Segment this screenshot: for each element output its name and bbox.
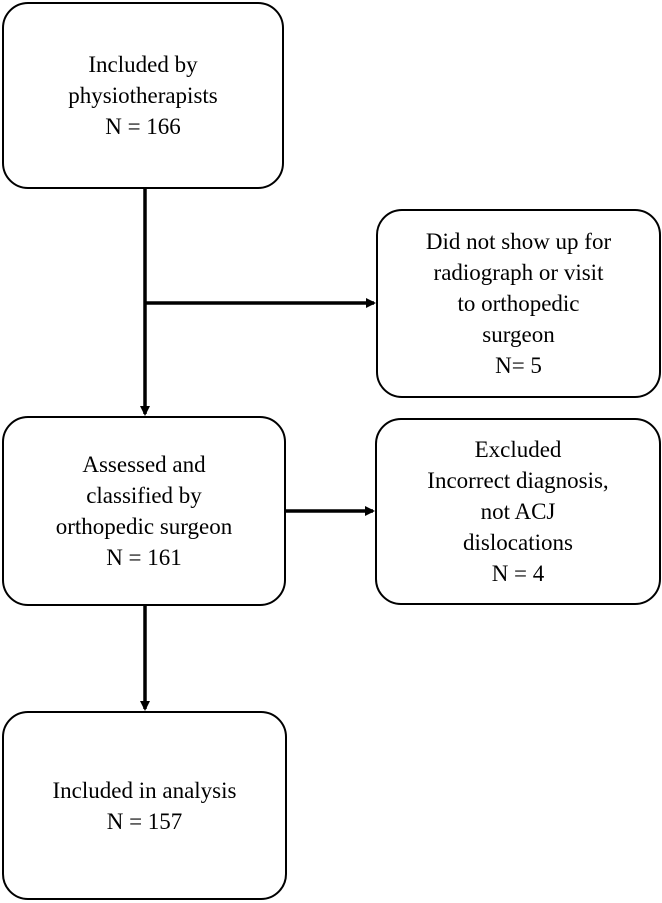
node-text-line: Excluded — [474, 437, 562, 462]
node-count: N = 157 — [106, 808, 183, 834]
node-text-line: Incorrect diagnosis, — [427, 468, 609, 493]
node-text-line: Did not show up for — [425, 229, 612, 254]
node-text-line: radiograph or visit — [433, 260, 604, 285]
node-text-line: Included by — [88, 52, 198, 77]
node-text-line: Assessed and — [82, 452, 206, 477]
node-text-line: Included in analysis — [52, 777, 237, 803]
node-text-line: to orthopedic — [457, 291, 580, 316]
node-count: N = 166 — [105, 114, 181, 139]
node-text-line: dislocations — [463, 530, 573, 555]
node-text-line: orthopedic surgeon — [55, 514, 233, 539]
node-did-not-show-up: Did not show up for radiograph or visit … — [376, 209, 661, 398]
node-count: N= 5 — [495, 353, 542, 378]
node-text-line: surgeon — [482, 322, 555, 347]
node-text-line: classified by — [86, 483, 202, 508]
node-count: N = 4 — [491, 561, 545, 586]
node-assessed-and-classified: Assessed and classified by orthopedic su… — [2, 416, 286, 606]
node-included-in-analysis: Included in analysis N = 157 — [2, 711, 287, 900]
node-excluded: Excluded Incorrect diagnosis, not ACJ di… — [375, 418, 661, 605]
node-included-by-physiotherapists: Included by physiotherapists N = 166 — [2, 2, 284, 189]
node-count: N = 161 — [106, 545, 182, 570]
node-text-line: physiotherapists — [68, 83, 218, 108]
node-text-line: not ACJ — [480, 499, 556, 524]
